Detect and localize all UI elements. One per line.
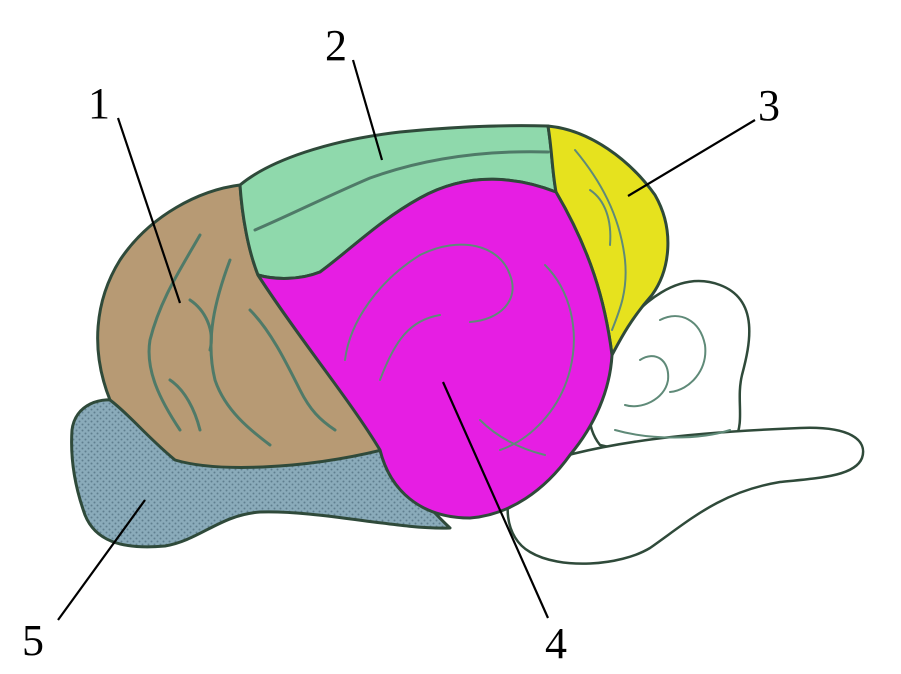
region-2-sulcus xyxy=(253,150,550,232)
region-label-1: 1 xyxy=(88,79,110,128)
cerebellum-fold-3 xyxy=(614,429,731,439)
region-1-sulci xyxy=(147,233,337,447)
cerebellum-fold-2 xyxy=(624,355,670,408)
leader-line-1 xyxy=(116,117,182,304)
cerebellum-fold-1 xyxy=(659,315,707,393)
region-label-4: 4 xyxy=(545,619,567,668)
region-4-shape xyxy=(256,177,614,520)
region-4-sulci xyxy=(344,243,575,456)
leader-line-4 xyxy=(441,381,550,619)
region-label-5: 5 xyxy=(22,616,44,665)
leader-line-2 xyxy=(351,59,384,161)
brainstem-shape xyxy=(506,426,865,565)
region-label-3: 3 xyxy=(758,81,780,130)
leader-line-5 xyxy=(57,499,146,621)
region-3-sulci xyxy=(574,149,627,331)
leader-line-3 xyxy=(627,119,756,197)
region-label-2: 2 xyxy=(325,21,347,70)
